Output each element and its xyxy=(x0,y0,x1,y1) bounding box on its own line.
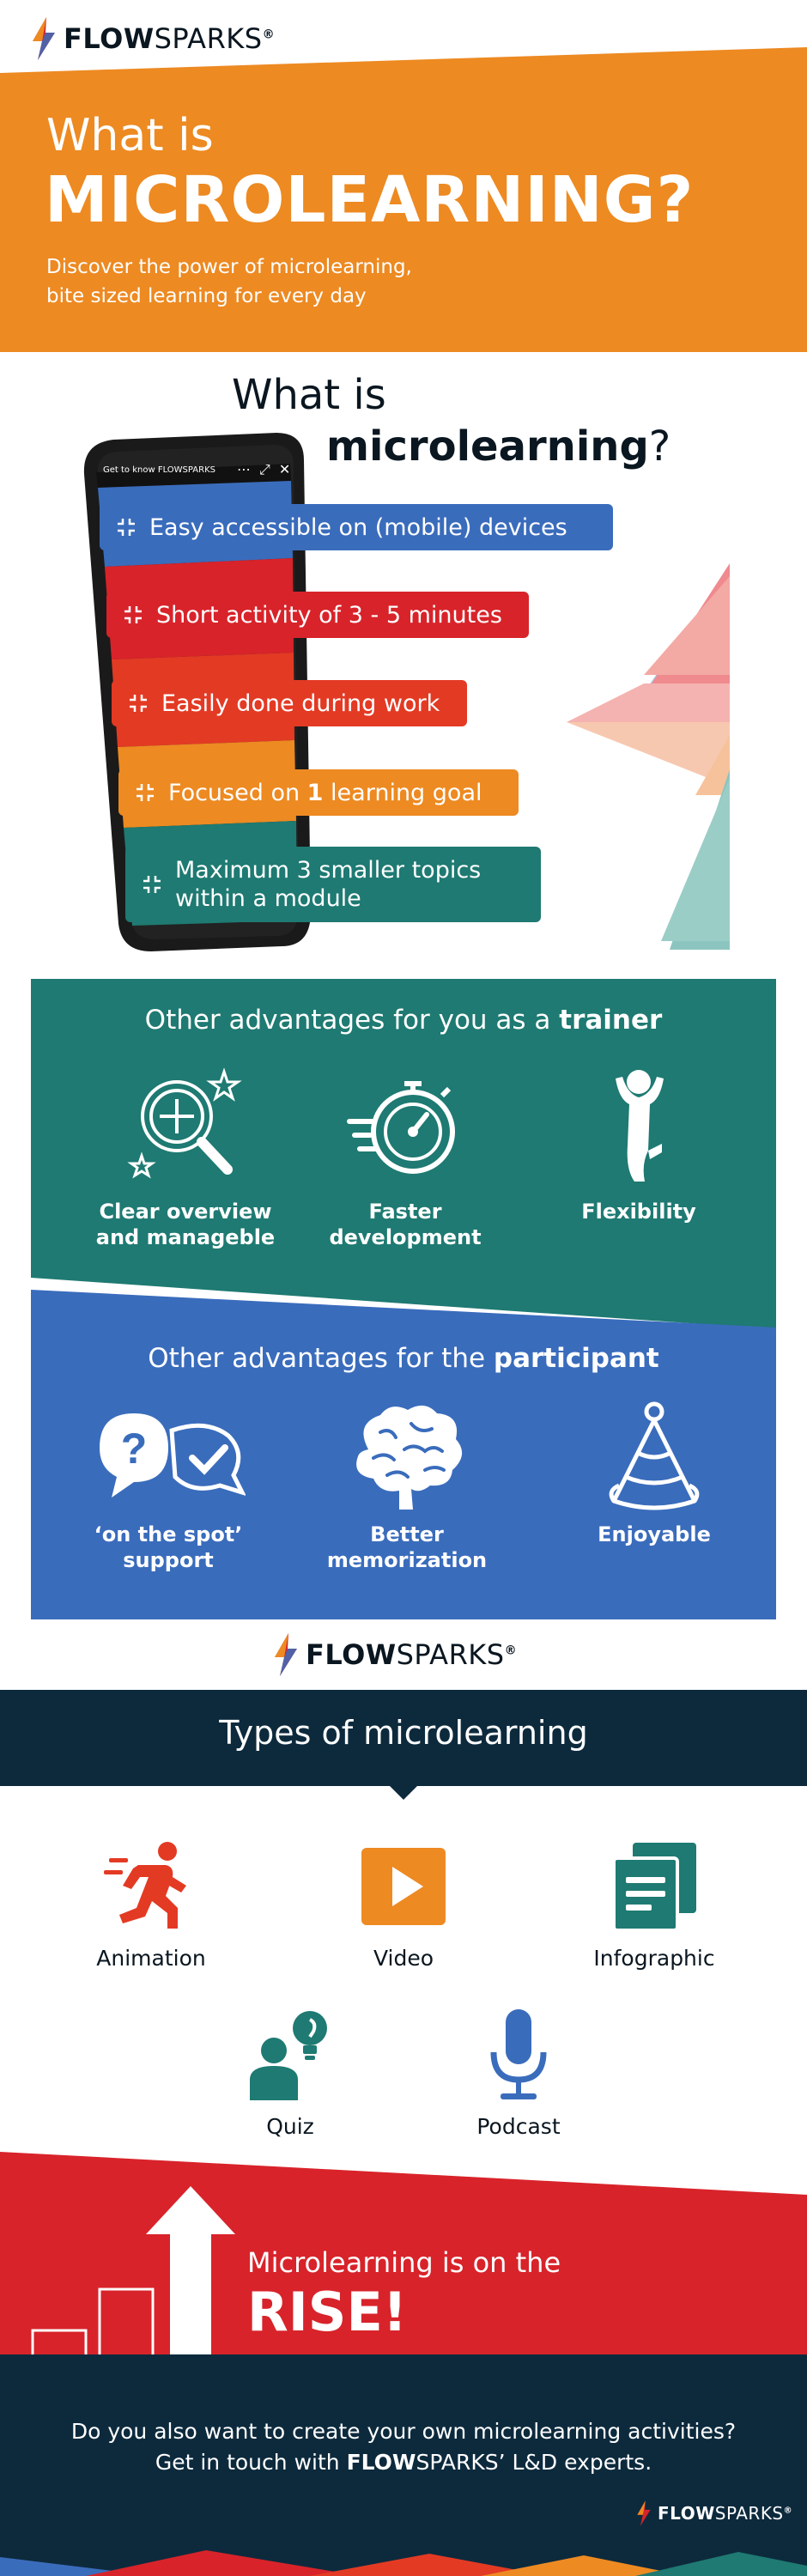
footer-line1: Do you also want to create your own micr… xyxy=(70,2419,737,2444)
what-is-title-suffix: ? xyxy=(648,422,671,471)
hero-subtitle-line2: bite sized learning for every day xyxy=(46,285,367,307)
more-dots-icon[interactable]: ⋯ xyxy=(237,461,251,477)
type-label: Video xyxy=(373,1946,434,1971)
type-label: Quiz xyxy=(266,2114,314,2139)
growth-bars-icon xyxy=(31,2186,235,2358)
feature-text: Maximum 3 smaller topics within a module xyxy=(175,857,482,912)
type-label: Podcast xyxy=(476,2114,561,2139)
stopwatch-icon xyxy=(347,1081,455,1174)
yoga-figure-icon xyxy=(616,1070,664,1182)
trainer-advantage-label: Flexibility xyxy=(581,1200,696,1224)
what-is-title-bold: microlearning xyxy=(326,422,649,471)
participant-advantage-label: Enjoyable xyxy=(598,1522,711,1546)
types-header-pointer xyxy=(388,1784,419,1800)
type-video: Video xyxy=(292,1839,515,1971)
rise-line2: RISE! xyxy=(247,2281,408,2343)
spark-logo-icon xyxy=(33,17,55,60)
participant-advantage-support: ? ‘on the spot’support xyxy=(48,1398,288,1573)
footer-logo[interactable]: FLOWSPARKS® xyxy=(635,2500,792,2526)
phone-top-bar-text: Get to know FLOWSPARKS xyxy=(103,465,215,475)
compress-arrows-icon xyxy=(143,876,161,893)
compress-arrows-icon xyxy=(130,695,147,712)
spark-logo-icon xyxy=(637,2500,651,2526)
feature-pill-topics: Maximum 3 smaller topics within a module xyxy=(125,847,541,922)
logo-light: SPARKS xyxy=(154,22,263,55)
header-logo[interactable]: FLOWSPARKS® xyxy=(29,17,275,60)
type-label: Animation xyxy=(96,1946,206,1971)
type-quiz: Quiz xyxy=(179,2008,402,2139)
participant-advantage-label: ‘on the spot’support xyxy=(94,1522,243,1572)
trainer-heading: Other advantages for you as a trainer xyxy=(144,1005,663,1036)
brain-icon xyxy=(356,1405,463,1510)
feature-pill-work: Easily done during work xyxy=(112,680,467,726)
what-is-title-line2: microlearning? xyxy=(326,422,670,471)
hero-title-line1: What is xyxy=(46,110,214,161)
types-header-band xyxy=(0,1690,807,1786)
feature-text: Short activity of 3 - 5 minutes xyxy=(156,601,502,629)
play-icon xyxy=(361,1848,446,1925)
feature-text: Focused on 1 learning goal xyxy=(168,779,482,806)
phone-controls: ⋯ ⤢ ✕ xyxy=(237,461,290,478)
rise-line1: Microlearning is on the xyxy=(247,2246,561,2279)
participant-advantage-enjoyable: Enjoyable xyxy=(534,1398,774,1547)
hero-title-line2: MICROLEARNING? xyxy=(45,163,695,237)
compress-arrows-icon xyxy=(137,784,154,801)
feature-pill-mobile: Easy accessible on (mobile) devices xyxy=(100,504,613,550)
feature-pill-short: Short activity of 3 - 5 minutes xyxy=(106,592,529,638)
party-hat-icon xyxy=(609,1401,700,1510)
running-figure-icon xyxy=(104,1842,186,1929)
feature-text: Easily done during work xyxy=(161,690,440,717)
document-stack-icon xyxy=(612,1843,696,1932)
logo-wordmark: FLOWSPARKS® xyxy=(64,22,275,55)
what-is-title-line1: What is xyxy=(232,371,386,419)
feature-pill-goal: Focused on 1 learning goal xyxy=(118,769,519,816)
microphone-icon xyxy=(490,2009,547,2099)
types-title: Types of microlearning xyxy=(219,1714,588,1752)
participant-heading: Other advantages for the participant xyxy=(148,1343,659,1374)
type-label: Infographic xyxy=(593,1946,715,1971)
svg-text:?: ? xyxy=(121,1425,148,1473)
question-check-bubbles-icon: ? xyxy=(100,1413,246,1498)
logo-wordmark: FLOWSPARKS® xyxy=(658,2503,793,2524)
footer-band xyxy=(0,2354,807,2576)
hero-orange-band xyxy=(0,47,807,352)
type-animation: Animation xyxy=(39,1839,263,1971)
logo-bold: FLOW xyxy=(64,22,155,55)
person-idea-icon xyxy=(250,2011,327,2100)
close-icon[interactable]: ✕ xyxy=(278,461,291,477)
decorative-lightning-icon xyxy=(567,426,730,950)
spark-logo-icon xyxy=(275,1633,297,1676)
type-podcast: Podcast xyxy=(407,2008,630,2139)
feature-text: Easy accessible on (mobile) devices xyxy=(149,513,567,541)
hero-subtitle-line1: Discover the power of microlearning, xyxy=(46,256,412,278)
type-infographic: Infographic xyxy=(543,1839,766,1971)
compress-arrows-icon xyxy=(124,606,142,623)
middle-logo[interactable]: FLOWSPARKS® xyxy=(271,1633,517,1676)
compress-arrows-icon xyxy=(118,519,135,536)
logo-reg: ® xyxy=(262,27,276,42)
footer-cta: Do you also want to create your own micr… xyxy=(0,2416,807,2478)
footer-color-stripes xyxy=(0,2550,807,2576)
trainer-teal-band xyxy=(31,979,776,1329)
trainer-advantage-flexibility: Flexibility xyxy=(519,1061,759,1224)
hero-subtitle: Discover the power of microlearning, bit… xyxy=(46,252,412,311)
expand-icon[interactable]: ⤢ xyxy=(259,461,270,477)
logo-wordmark: FLOWSPARKS® xyxy=(306,1638,518,1671)
magnifier-plus-icon xyxy=(127,1067,242,1179)
footer-line2: Get in touch with FLOWSPARKS’ L&D expert… xyxy=(155,2450,652,2475)
